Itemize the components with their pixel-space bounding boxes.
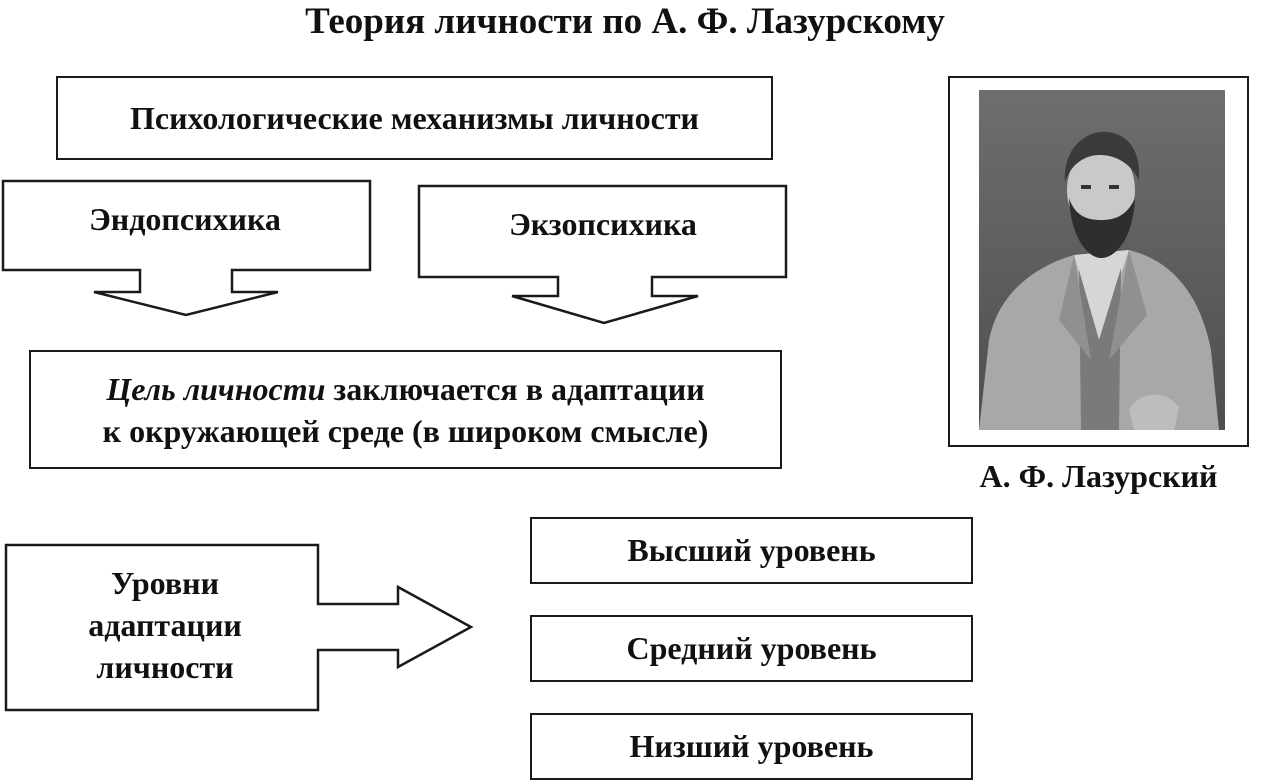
goal-line-1-rest: заключается в адаптации: [325, 370, 705, 407]
goal-italic-term: Цель личности: [106, 370, 326, 407]
page-title: Теория личности по А. Ф. Лазурскому: [305, 1, 945, 42]
level-box-middle: Средний уровень: [530, 615, 973, 682]
mechanisms-box: Психологические механизмы личности: [56, 76, 773, 160]
endopsychics-label: Эндопсихика: [89, 201, 281, 237]
adaptation-label: Уровни адаптации личности: [20, 562, 310, 688]
goal-line-1: Цель личности заключается в адаптации: [106, 368, 704, 410]
level-box-low: Низший уровень: [530, 713, 973, 780]
portrait-caption: А. Ф. Лазурский: [979, 458, 1218, 494]
exopsychics-label: Экзопсихика: [509, 206, 697, 242]
level-box-high: Высший уровень: [530, 517, 973, 584]
portrait-drawing: [979, 90, 1225, 430]
goal-line-2: к окружающей среде (в широком смысле): [102, 412, 709, 449]
level-label-middle: Средний уровень: [626, 630, 877, 666]
adaptation-arrow-shape: [4, 543, 474, 712]
adaptation-line-2: адаптации: [88, 607, 242, 643]
level-label-high: Высший уровень: [627, 532, 876, 568]
goal-box: Цель личности заключается в адаптации к …: [29, 350, 782, 469]
endopsychics-arrow-shape: [1, 179, 372, 317]
portrait-photo-icon: [979, 90, 1225, 430]
adaptation-line-1: Уровни: [110, 565, 219, 601]
mechanisms-label: Психологические механизмы личности: [130, 99, 699, 136]
exopsychics-arrow-shape: [417, 184, 788, 325]
adaptation-line-3: личности: [96, 649, 234, 685]
level-label-low: Низший уровень: [629, 728, 874, 764]
